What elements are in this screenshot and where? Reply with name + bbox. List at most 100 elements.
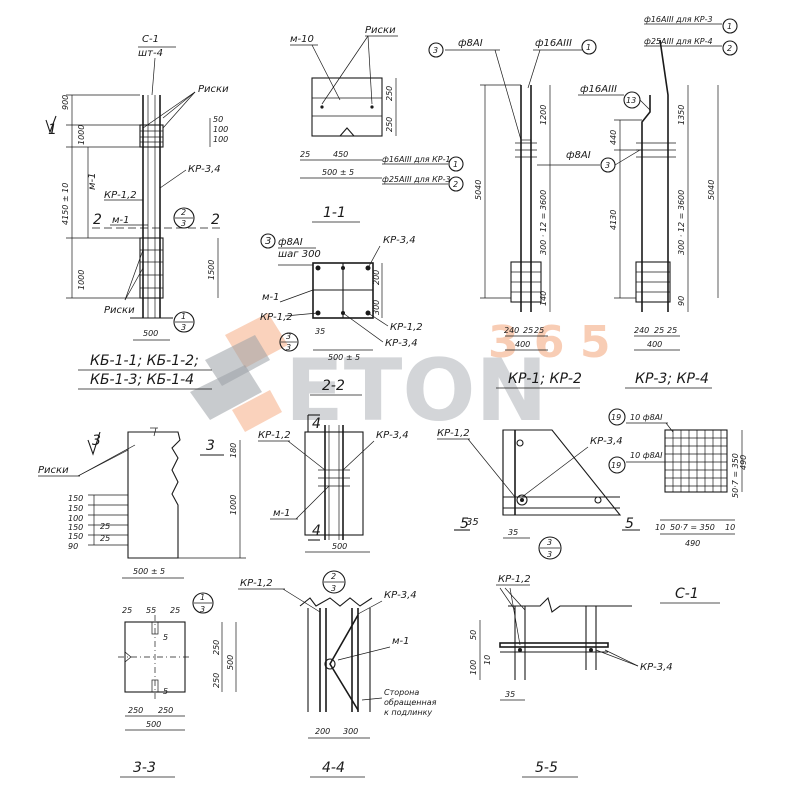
dim-250-33b: 250: [212, 673, 221, 688]
dim-25-side-b: 25: [100, 534, 110, 543]
watermark-brand: ETON: [285, 341, 548, 441]
label-f16-kr1: ф16АIII для КР-1: [382, 155, 451, 164]
dim-25b-kr34: 25: [667, 326, 677, 335]
dim-1000-top: 1000: [77, 125, 86, 145]
dim-1200-kr12: 1200: [539, 105, 548, 125]
marker-1-kr12: 1: [586, 43, 591, 52]
dim-500-44e: 500: [332, 542, 347, 551]
dim-100-b: 100: [213, 135, 228, 144]
dim-200-44: 200: [315, 727, 330, 736]
label-35-33p: 35: [466, 517, 479, 528]
dim-25: 25: [300, 150, 310, 159]
frac-3-33p-b: 3: [547, 550, 552, 559]
dim-50: 50: [213, 115, 223, 124]
title-1-1: 1-1: [323, 205, 346, 221]
label-riski-top: Риски: [198, 84, 229, 95]
marker-13: 13: [626, 96, 636, 105]
label-f16-kr3: ф16АIII для КР-3: [644, 15, 713, 24]
label-f8ai-22: ф8АI: [278, 237, 303, 248]
panel-kr-1-2: 5040 1200 300 · 12 = 3600 140 240 25 25 …: [428, 38, 597, 389]
dim-25a-kr34: 25: [654, 326, 664, 335]
label-f16-kr12: ф16АIII: [535, 38, 572, 49]
marker-1-kr34: 1: [727, 22, 732, 31]
label-10f8ai-a: 10 ф8АI: [630, 413, 663, 422]
dim-250-33a: 250: [212, 640, 221, 655]
frac-3b: 3: [181, 323, 186, 332]
dim-180-side: 180: [229, 443, 238, 458]
marker-2-kr34: 2: [727, 44, 732, 53]
dim-500-kb: 500: [143, 329, 158, 338]
label-10f8ai-b: 10 ф8АI: [630, 451, 663, 460]
cut-marker-3-top: 3: [92, 433, 101, 449]
label-f8ai-kr34: ф8АI: [566, 150, 591, 161]
dim-150-d: 150: [68, 532, 83, 541]
dim-150-a: 150: [68, 494, 83, 503]
panel-section-3-3: 1 3 25 55 25 5 5 250 250 500 250 250 500…: [118, 592, 237, 778]
dim-50x7-c1: 50·7 = 350: [670, 523, 715, 532]
dim-500-33h: 500: [146, 720, 161, 729]
dim-10-c1-a: 10: [655, 523, 665, 532]
dim-200-22: 200: [372, 270, 381, 285]
dim-3600-kr12: 300 · 12 = 3600: [539, 190, 548, 255]
dim-300-44: 300: [343, 727, 358, 736]
title-5-5: 5-5: [535, 760, 558, 776]
label-m1-44e: м-1: [273, 508, 291, 519]
dim-25a-kr12: 25: [523, 326, 533, 335]
cut-marker-2-right: 2: [211, 212, 220, 228]
cut-marker-3-right: 3: [206, 438, 215, 454]
dim-1000-bottom: 1000: [77, 270, 86, 290]
dim-35-33p: 35: [508, 528, 518, 537]
cut-marker-1: 1: [48, 122, 57, 138]
label-kr34-44: КР-3,4: [384, 590, 417, 601]
title-3-3: 3-3: [133, 760, 156, 776]
panel-mesh-c1: 19 10 ф8АI 19 10 ф8АI 490 50·7 = 350 10 …: [608, 408, 748, 604]
dim-100-55: 100: [469, 660, 478, 675]
marker-3-kr34: 3: [605, 161, 610, 170]
frac-1: 1: [181, 312, 186, 321]
panel-section-2-2: 3 ф8АI шаг 300 КР-3,4 м-1 КР-1,2 КР-1,2 …: [260, 233, 423, 396]
cut-marker-5-left: 5: [460, 516, 469, 532]
dim-150-b: 150: [68, 504, 83, 513]
label-side-3: к подлинку: [384, 708, 432, 717]
label-kr12-kb: КР-1,2: [104, 190, 137, 201]
dim-5040-kr12: 5040: [474, 180, 483, 200]
label-step300: шаг 300: [278, 249, 321, 260]
dim-90-kr34: 90: [677, 296, 686, 306]
panel-section-4-4: 2 3 КР-1,2 КР-3,4 м-1 Сторона обращенная…: [238, 570, 437, 778]
label-f16-kr34: ф16АIII: [580, 84, 617, 95]
dim-1500: 1500: [207, 260, 216, 280]
label-kr12-55: КР-1,2: [498, 574, 531, 585]
dim-5-33a: 5: [163, 633, 168, 642]
dim-100-a: 100: [213, 125, 228, 134]
label-kr34-22a: КР-3,4: [383, 235, 416, 246]
frac-3: 3: [181, 219, 186, 228]
panel-side-profile: 150 150 100 150 150 90 25 25 1000 180 50…: [38, 427, 246, 579]
frac-3-44: 3: [331, 584, 336, 593]
marker-3-kr12: 3: [433, 46, 438, 55]
dim-500-5-22: 500 ± 5: [328, 353, 360, 362]
label-m1-22: м-1: [262, 292, 280, 303]
frac-3-22b: 3: [286, 343, 291, 352]
frac-3-22a: 3: [286, 332, 291, 341]
dim-10-55: 10: [483, 655, 492, 665]
label-kr12-44e: КР-1,2: [258, 430, 291, 441]
label-side-1: Сторона: [384, 688, 419, 697]
title-kr12: КР-1; КР-2: [508, 371, 582, 387]
dim-5040-kr34: 5040: [707, 180, 716, 200]
label-riski-11: Риски: [365, 25, 396, 36]
dim-250-a: 250: [385, 86, 394, 101]
frac-3-33: 3: [200, 605, 205, 614]
dim-25-side-a: 25: [100, 522, 110, 531]
dim-140-kr12: 140: [539, 291, 548, 306]
label-side-2: обращенная: [384, 698, 437, 707]
label-f25-kr3: ф25АIII для КР-3: [382, 175, 451, 184]
panel-plan-3-3: КР-1,2 КР-3,4 35 5 5 35 3 3: [437, 428, 640, 560]
label-riski-side: Риски: [38, 465, 69, 476]
marker-19-a: 19: [611, 413, 621, 422]
dim-35-55: 35: [505, 690, 515, 699]
title-kr34: КР-3; КР-4: [635, 371, 709, 387]
label-kr12-44: КР-1,2: [240, 578, 273, 589]
cut-marker-4-top: 4: [312, 416, 321, 432]
dim-400-kr34: 400: [647, 340, 662, 349]
